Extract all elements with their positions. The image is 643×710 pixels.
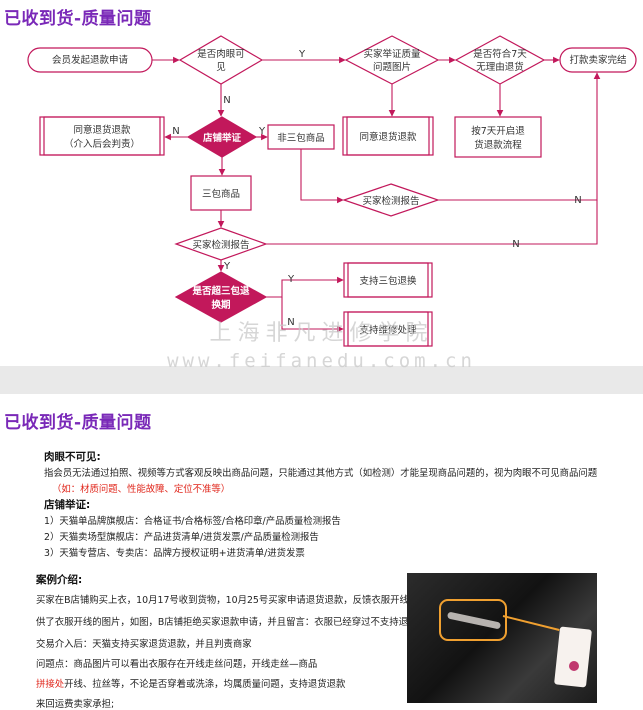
agree-refund-line1: 同意退货退款 (73, 124, 131, 136)
case-line-4: 问题点：商品图片可以看出衣服存在开线走丝问题，开线走丝—商品 (36, 656, 317, 670)
y-label-2: Y (258, 126, 266, 137)
shop-proof-heading: 店铺举证: (44, 497, 90, 512)
y-label-1: Y (298, 49, 306, 60)
tag-logo (569, 661, 579, 671)
garment-tag (554, 626, 592, 687)
buyer-report-mid-label: 买家检测报告 (362, 195, 419, 207)
title-sub: 质量问题 (82, 9, 152, 29)
separator-band (0, 366, 643, 394)
n-label-4: N (512, 239, 519, 250)
title-sep: - (74, 9, 82, 29)
over-3bao-decision (176, 272, 266, 322)
case-line-3: 交易介入后：天猫支持买家退货退款，并且判责商家 (36, 636, 252, 650)
highlight-frame (439, 599, 507, 641)
seven-day-flow-line1: 按7天开启退 (471, 125, 525, 137)
refund-flowchart: 会员发起退款申请 是否肉眼可 见 买家举证质量 问题图片 是否符合7天 无理由退… (0, 30, 643, 365)
non-3bao-label: 非三包商品 (277, 132, 325, 144)
y-label-4: Y (287, 274, 295, 285)
page-title-bottom: 已收到货-质量问题 (4, 408, 152, 433)
over-3bao-line2: 换期 (211, 299, 230, 311)
title2-sep: - (74, 413, 82, 433)
visible-note: （如：材质问题、性能故障、定位不准等） (52, 481, 230, 495)
support-exchange-label: 支持三包退换 (359, 275, 417, 287)
buyer-proof-line2: 问题图片 (373, 61, 411, 73)
n-label-5: N (287, 317, 294, 328)
case-line-1: 买家在B店铺购买上衣，10月17号收到货物，10月25号买家申请退货退款，反馈衣… (36, 592, 446, 606)
seven-day-decision (456, 36, 544, 84)
start-label: 会员发起退款申请 (52, 54, 129, 66)
visible-heading: 肉眼不可见: (44, 449, 101, 464)
proof-item-1: 1）天猫单品牌旗舰店：合格证书/合格标签/合格印章/产品质量检测报告 (44, 513, 341, 527)
visible-decision (180, 36, 262, 84)
bao3-label: 三包商品 (202, 188, 240, 200)
seven-day-flow-line2: 货退款流程 (474, 139, 522, 151)
n-label-1: N (223, 95, 230, 106)
seven-day-flow-box (455, 117, 541, 157)
proof-item-3: 3）天猫专营店、专卖店：品牌方授权证明+进货清单/进货发票 (44, 545, 305, 559)
buyer-report-low-label: 买家检测报告 (192, 239, 249, 251)
seven-day-line1: 是否符合7天 (473, 48, 527, 60)
agree-refund-line2: （介入后会判责） (64, 138, 140, 150)
seven-day-line2: 无理由退货 (476, 61, 524, 73)
n-label-2: N (172, 126, 179, 137)
y-label-3: Y (223, 261, 231, 272)
n-label-3: N (574, 195, 581, 206)
proof-item-2: 2）天猫卖场型旗舰店：产品进货清单/进货发票/产品质量检测报告 (44, 529, 319, 543)
over-3bao-line1: 是否超三包退 (191, 285, 250, 297)
support-repair-label: 支持维修处理 (359, 324, 417, 336)
title-main: 已收到货 (4, 9, 74, 29)
visible-q-line2: 见 (216, 62, 226, 73)
title2-sub: 质量问题 (82, 413, 152, 433)
buyer-proof-decision (346, 36, 438, 84)
case-line-5-red: 拼接处 (36, 679, 64, 690)
pointer-arrow (503, 615, 560, 631)
title2-main: 已收到货 (4, 413, 74, 433)
pay-seller-label: 打款卖家完结 (569, 54, 626, 66)
buyer-proof-line1: 买家举证质量 (363, 48, 421, 60)
case-line-2: 供了衣服开线的图片，如图，B店铺拒绝买家退款申请，并且留言：衣服已经穿过不支持退… (36, 614, 436, 628)
case-heading: 案例介绍: (36, 572, 82, 587)
shop-proof-label: 店铺举证 (203, 132, 242, 144)
visible-definition: 指会员无法通过拍照、视频等方式客观反映出商品问题，只能通过其他方式（如检测）才能… (44, 465, 597, 479)
case-line-5: 拼接处开线、拉丝等，不论是否穿着或洗涤，均属质量问题，支持退货退款 (36, 676, 345, 690)
case-line-5-rest: 开线、拉丝等，不论是否穿着或洗涤，均属质量问题，支持退货退款 (64, 679, 345, 690)
agree-return-label: 同意退货退款 (359, 131, 417, 143)
case-photo (407, 573, 597, 703)
visible-q-line1: 是否肉眼可 (197, 48, 245, 60)
page-title-top: 已收到货-质量问题 (4, 4, 152, 29)
